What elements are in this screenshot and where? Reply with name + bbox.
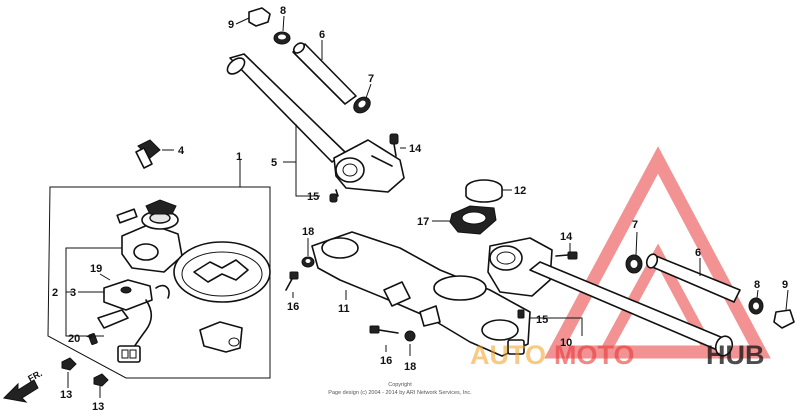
copyright-line-1: Copyright [388,382,412,388]
part-12-stem-cap [465,179,503,203]
part-13-bolt-b [93,373,109,387]
callout-15-lower: 15 [536,314,548,326]
callout-3: 3 [70,287,76,299]
callout-6-lower: 6 [695,247,701,259]
part-13-bolt-a [61,357,77,371]
watermark-part-hub: HUB [706,340,765,370]
callout-14-lower: 14 [560,231,573,243]
part-6-grip [292,43,357,105]
part-14-bolt-lower [555,251,578,260]
front-arrow-label: FR. [26,368,43,384]
copyright-notice: Copyright Page design (c) 2004 - 2014 by… [328,382,472,396]
part-8-collar-right [748,297,764,315]
part-8-collar [273,31,291,45]
part-19-clip [155,284,170,299]
callout-labels: 9 8 6 7 14 5 15 4 1 12 17 18 16 11 19 2 … [52,5,788,413]
callout-13-a: 13 [60,389,72,401]
right-handlebar-assembly [487,237,795,357]
part-16-bolt-upper [285,271,299,291]
wire-connector [117,345,141,363]
callout-9-upper: 9 [228,19,234,31]
part-18-nut-lower [404,330,416,342]
callout-20: 20 [68,333,80,345]
copyright-line-2: Page design (c) 2004 - 2014 by ARI Netwo… [328,390,472,396]
callout-17: 17 [417,216,429,228]
part-15-bolt-upper [329,189,339,203]
callout-15-upper: 15 [307,191,319,203]
watermark-part-moto: MOTO [554,340,635,370]
callout-7-lower: 7 [632,219,638,231]
part-20-screw [88,333,98,345]
part-7-grip-end-right [625,254,643,274]
callout-2: 2 [52,287,58,299]
leader-lines [65,15,789,398]
part-15-bolt-lower [517,309,525,319]
callout-1: 1 [236,151,242,163]
callout-16-upper: 16 [287,301,299,313]
front-direction-arrow: FR. [2,368,44,403]
callout-8-lower: 8 [754,279,760,291]
callout-4: 4 [178,145,185,157]
part-17-stem-nut [449,205,497,235]
part-9-end-weight-right [773,309,795,329]
part-18-nut-upper [301,256,315,268]
callout-10: 10 [560,337,572,349]
callout-19: 19 [90,263,102,275]
switch-bracket [199,321,243,353]
callout-18-upper: 18 [302,226,314,238]
callout-6-upper: 6 [319,29,325,41]
callout-13-b: 13 [92,401,104,413]
ignition-switch-assembly [47,139,271,379]
left-handlebar-assembly [226,7,405,203]
part-3-switch [103,279,153,311]
watermark-text: AUTO MOTO HUB [470,340,765,370]
callout-5: 5 [271,157,277,169]
callout-12: 12 [514,185,526,197]
callout-9-lower: 9 [782,279,788,291]
part-1-frame [47,186,271,379]
part-14-bolt-upper [389,133,399,157]
watermark-part-auto: AUTO [470,340,546,370]
watermark-logo-triangle [544,146,771,359]
callout-14-upper: 14 [409,143,422,155]
callout-18-lower: 18 [404,361,416,373]
part-16-bolt-lower [369,325,399,334]
switch-cover [173,241,271,303]
part-4-key [135,139,161,169]
callout-8-upper: 8 [280,5,286,17]
callout-11: 11 [338,303,350,315]
part-9-end-weight [248,7,271,27]
part-7-grip-end [353,96,371,114]
callout-7-upper: 7 [368,73,374,85]
part-11-top-bridge [311,231,531,357]
callout-16-lower: 16 [380,355,392,367]
